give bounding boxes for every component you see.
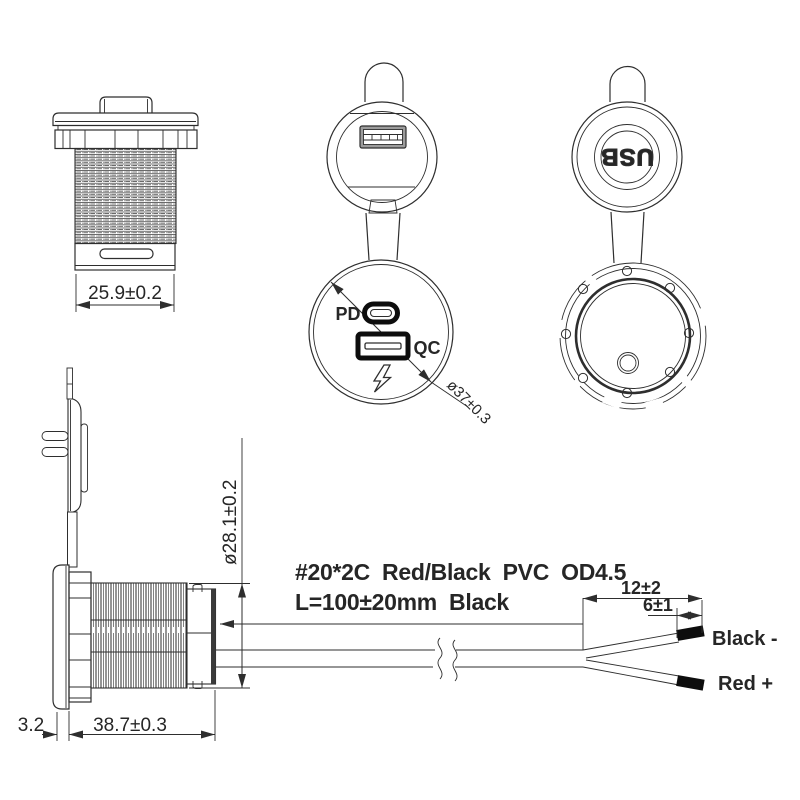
cap-usb-text: USB <box>600 143 654 170</box>
dim-tip-overall: 12±2 <box>621 578 661 598</box>
hinge-neck <box>368 199 398 214</box>
cap-tab <box>364 62 404 102</box>
front-bezel <box>52 564 70 710</box>
cap-tab-side <box>66 367 73 400</box>
open-cap-profile <box>41 367 88 568</box>
rear-clip <box>192 584 203 592</box>
dim-flange-thickness: 3.2 <box>18 715 44 736</box>
pd-label: PD <box>335 304 360 324</box>
cap-inner-circle <box>336 111 428 203</box>
cap-fork-prong <box>41 431 69 441</box>
cap-body-side <box>67 398 82 513</box>
usb-c-port-icon <box>362 301 400 325</box>
screw-hole <box>560 328 572 340</box>
cap-tab <box>99 96 153 113</box>
cap-outer-circle <box>326 101 438 213</box>
wire-tip-red <box>676 675 705 691</box>
cable-spec-line1: #20*2C Red/Black PVC OD4.5 <box>295 559 627 585</box>
screw-hole <box>664 366 676 378</box>
screw-holes <box>560 265 695 399</box>
dim-body-length: 38.7±0.3 <box>93 715 167 736</box>
screw-hole <box>577 283 589 295</box>
qc-label: QC <box>414 338 441 358</box>
cap-outer-circle <box>571 101 683 213</box>
screw-hole <box>621 265 633 277</box>
cable-break-symbol <box>452 639 458 682</box>
cap-second-circle <box>576 106 678 208</box>
view-back-closed: USB <box>555 65 709 411</box>
cap-disc-inner <box>600 130 654 184</box>
dim-tip-strip: 6±1 <box>643 595 673 615</box>
cap-tab <box>609 65 646 102</box>
knurled-thread-body <box>74 147 177 245</box>
rear-end-plate <box>211 589 216 684</box>
wire-negative-label: Black - <box>712 628 778 650</box>
dimensions: ø28.1±0.2 3.2 38.7±0.3 12±2 6±1 #20*2C R… <box>18 438 703 741</box>
cap-disc-outer <box>594 124 660 190</box>
nut-side-lines <box>69 582 91 699</box>
cap-disc-side <box>80 423 88 493</box>
cap-fork-prong <box>41 447 69 457</box>
dim-width-25-9: 25.9±0.2 <box>88 283 162 304</box>
dim-face-diameter: ø37±0.3 <box>443 377 494 428</box>
wire-positive-label: Red + <box>718 673 773 695</box>
wire-tip-black <box>676 625 705 641</box>
lightning-bolt-icon <box>372 364 393 393</box>
cable-spec-line2: L=100±20mm Black <box>295 589 509 615</box>
usb-a-receptacle-icon <box>359 125 407 149</box>
view-front-open: ø37±0.3 PD QC <box>308 62 494 428</box>
nut-castellations <box>62 130 188 149</box>
cable: Black - Red + <box>215 625 778 695</box>
flange-inner-ring <box>565 268 701 404</box>
screw-hole <box>683 327 695 339</box>
cable-break-symbol <box>437 637 443 680</box>
screw-hole <box>621 387 633 399</box>
face-outer-circle <box>308 259 454 405</box>
screw-hole <box>664 282 676 294</box>
usb-a-port-icon <box>355 331 411 361</box>
cap-strap-side <box>67 511 78 568</box>
flange-main-circle <box>574 277 692 395</box>
view-side-mounted <box>41 367 217 710</box>
mounting-nut <box>54 129 198 150</box>
rear-housing <box>186 588 217 685</box>
face-inner-circle <box>313 264 449 400</box>
cap-flange <box>52 112 199 127</box>
led-hole-inner <box>619 354 637 372</box>
flange-rim-notches <box>555 260 709 411</box>
screw-hole <box>577 372 589 384</box>
dim-thread-diameter: ø28.1±0.2 <box>220 480 241 565</box>
view-side-closed: 25.9±0.2 <box>52 96 199 312</box>
nut-side <box>68 571 92 703</box>
led-hole-outer <box>617 352 639 374</box>
lower-body <box>74 242 176 271</box>
slot <box>99 248 154 260</box>
threaded-barrel <box>90 582 188 689</box>
